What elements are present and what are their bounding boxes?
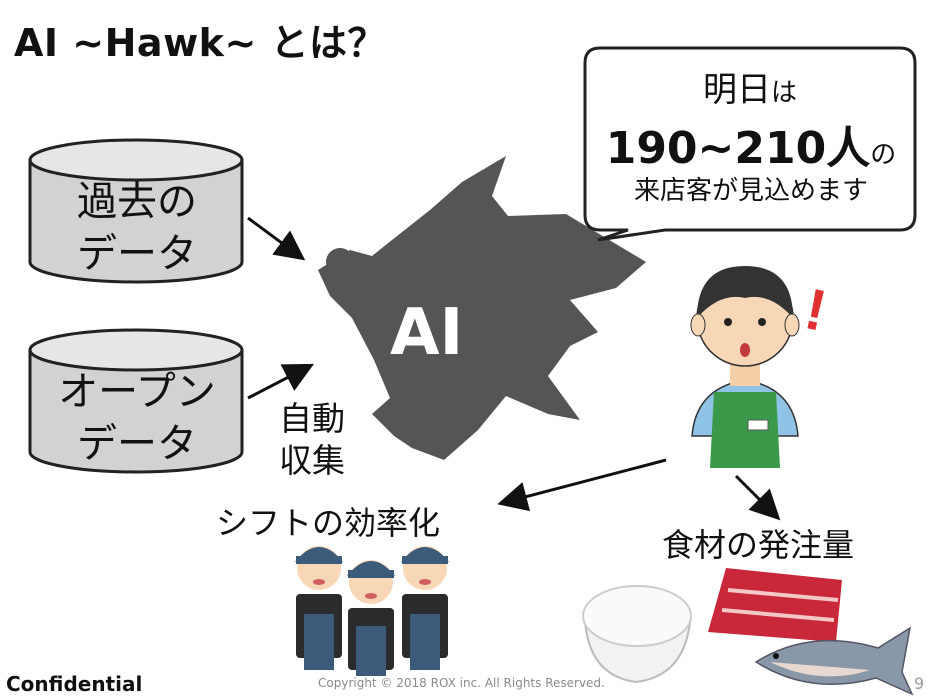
auto-collect-label: 自動 収集 — [279, 399, 345, 480]
rice-bowl-icon — [582, 585, 692, 684]
arrow-open-to-ai — [247, 363, 314, 400]
shift-efficiency-label: シフトの効率化 — [216, 504, 441, 542]
meat-icon — [708, 568, 842, 642]
page-title: AI ~Hawk~ とは？ — [14, 21, 387, 65]
store-staff-icon — [690, 266, 800, 468]
arrow-staff-to-order — [734, 474, 781, 521]
bubble-line-1: 明日は — [702, 70, 797, 110]
arrow-past-to-ai — [247, 216, 306, 261]
page-number: 9 — [914, 674, 925, 693]
fish-icon — [754, 626, 914, 696]
speech-bubble — [583, 46, 917, 242]
workers-icon — [295, 546, 449, 676]
database-label-past: 過去の データ — [77, 179, 197, 277]
bubble-line-3: 来店客が見込めます — [633, 176, 868, 206]
hawk-icon — [318, 156, 646, 460]
database-cylinder-open — [28, 328, 244, 474]
confidential-label: Confidential — [6, 672, 143, 696]
ai-label: AI — [390, 296, 464, 370]
exclamation-mark: ! — [799, 276, 831, 344]
order-quantity-label: 食材の発注量 — [662, 526, 855, 564]
bubble-line-2: 190~210人の — [605, 123, 897, 174]
copyright-text: Copyright © 2018 ROX inc. All Rights Res… — [318, 676, 605, 690]
database-cylinder-past — [28, 138, 244, 284]
arrow-staff-to-shift — [497, 458, 667, 512]
database-label-open: オープン データ — [58, 369, 216, 467]
